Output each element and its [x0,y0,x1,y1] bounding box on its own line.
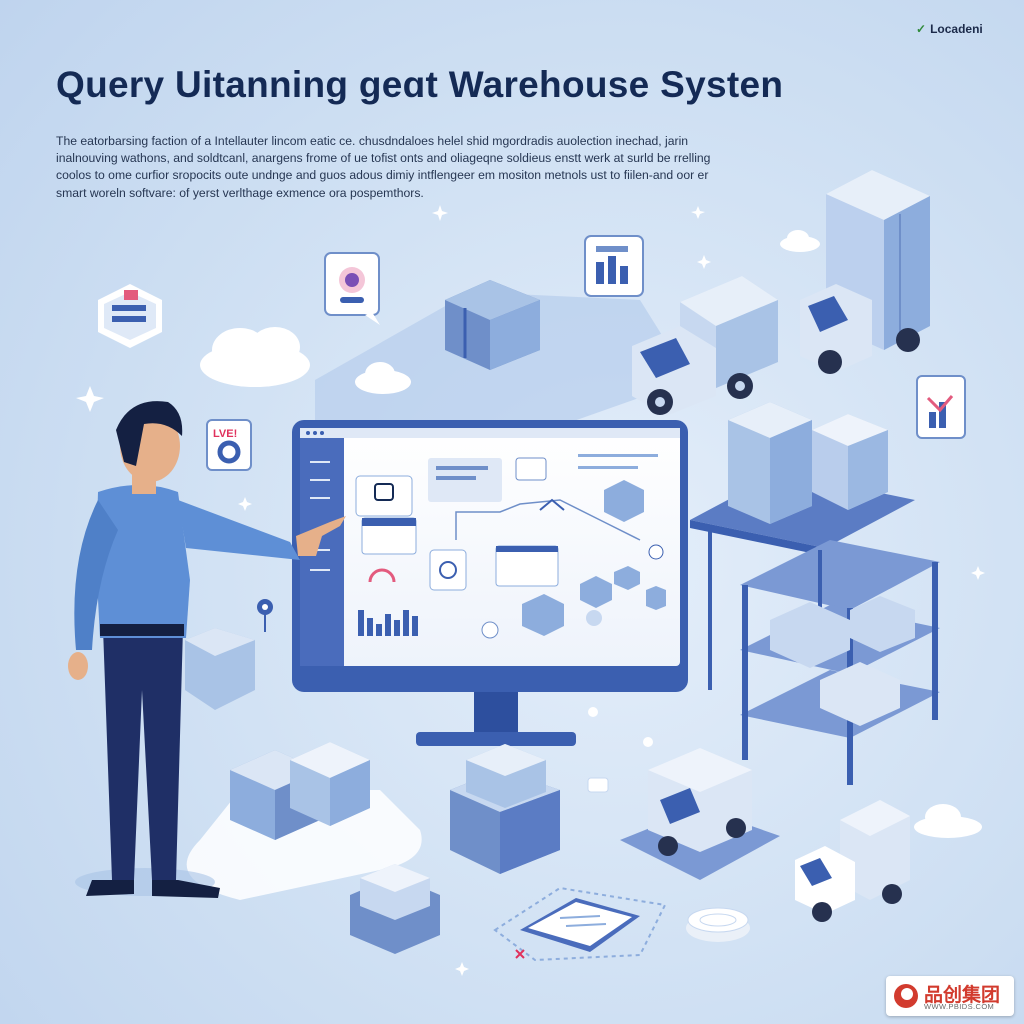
cardboard-box-icon [445,280,540,370]
leaf-mark-icon: ✓ [916,22,927,36]
location-pin-icon [257,599,273,632]
cardboard-box-icon [350,864,440,954]
sparkle-icon [76,205,985,976]
watermark-logo-icon [894,984,918,1008]
building-card-icon [98,284,162,348]
watermark-badge: 品创集团 WWW.PBIDS.COM [886,976,1014,1016]
delivery-truck-icon [632,276,778,416]
brand-logo[interactable]: ✓Locadeni [916,22,983,36]
page-title: Query Uitanning geɑt Warehouse Systen [56,64,784,105]
watermark-url: WWW.PBIDS.COM [924,1002,995,1011]
computer-monitor-icon [292,420,688,746]
chart-card-icon [916,375,966,439]
storage-rack-icon [690,402,940,785]
watermark-name: 品创集团 [924,985,1001,1006]
scanner-disc-icon [686,907,750,942]
brand-name: Locadeni [930,22,983,36]
chat-card-icon [324,252,380,325]
small-sensor-icon [587,707,653,793]
live-tag: LVE! [213,428,237,440]
cardboard-box-icon [185,628,255,710]
delivery-truck-icon [620,748,780,880]
person-figure [68,401,346,898]
hexagon-backdrop [315,292,690,440]
cardboard-box-icon [450,744,560,874]
live-tag-card: LVE! [206,419,252,471]
tablet-icon [493,886,667,962]
delivery-truck-icon [800,170,930,374]
page-description: The eatorbarsing faction of a Intellaute… [56,134,711,200]
cloud-icon [355,362,411,394]
delivery-truck-icon [795,800,910,922]
chart-card-icon [584,235,644,297]
cardboard-box-icon [186,742,422,900]
cloud-icon [200,327,310,387]
cloud-icon [780,230,820,252]
cloud-icon [914,804,982,838]
